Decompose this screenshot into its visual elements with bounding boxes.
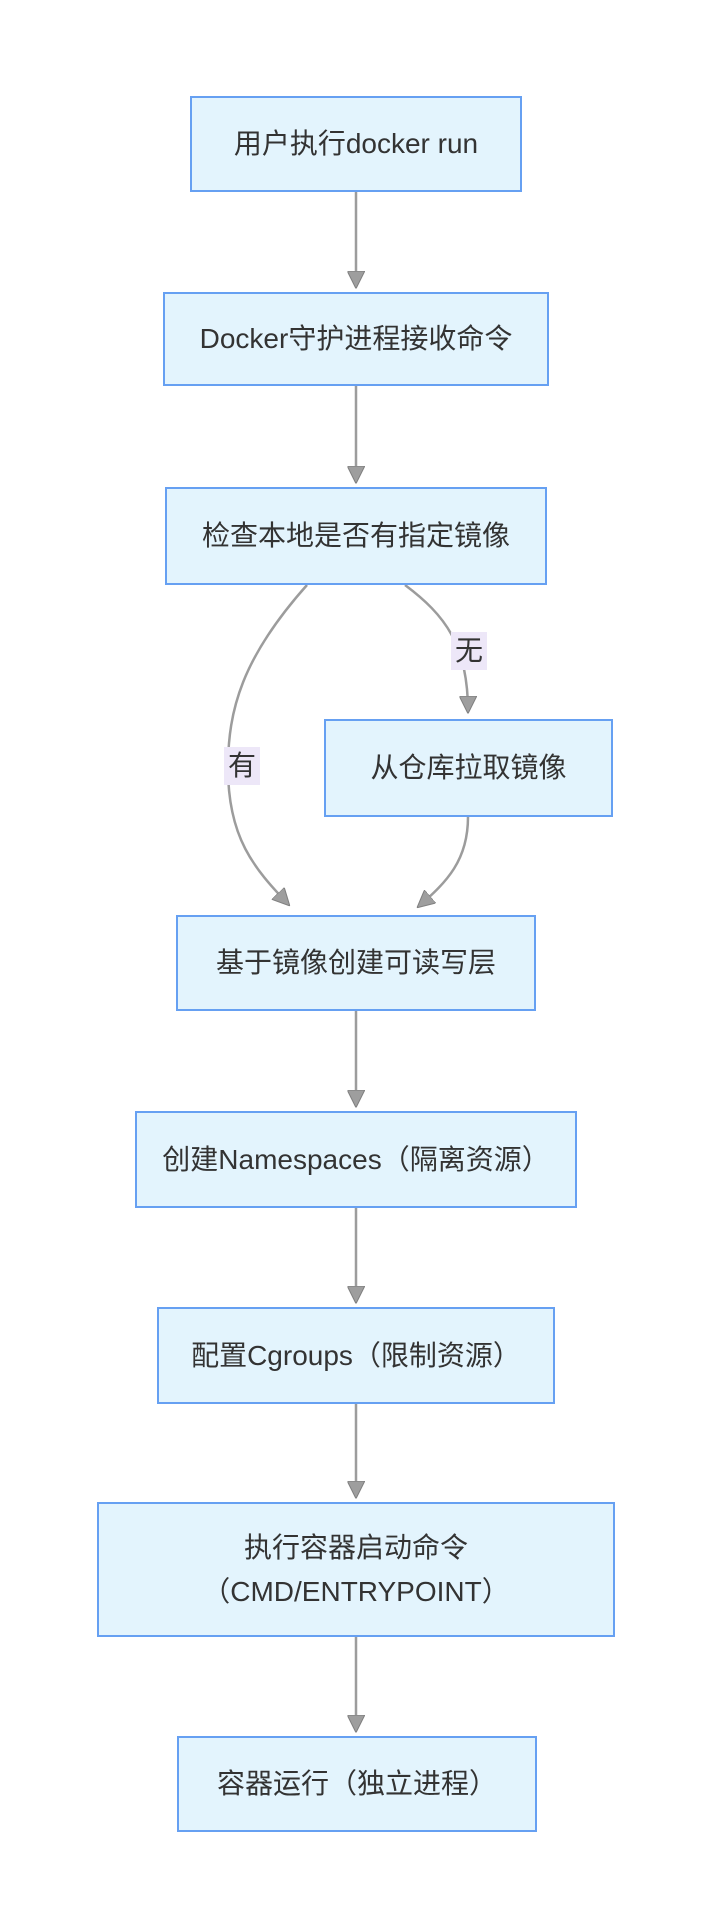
node-create-rw-layer-label: 基于镜像创建可读写层 <box>215 947 496 978</box>
node-user-docker-run-label: 用户执行docker run <box>233 128 479 159</box>
node-configure-cgroups: 配置Cgroups（限制资源） <box>157 1307 555 1404</box>
edge-pull-to-rwlayer <box>419 816 470 906</box>
node-check-local-image: 检查本地是否有指定镜像 <box>165 487 547 585</box>
node-create-rw-layer: 基于镜像创建可读写层 <box>176 915 536 1011</box>
node-exec-start-command-line2: （CMD/ENTRYPOINT） <box>202 1575 510 1607</box>
node-container-running: 容器运行（独立进程） <box>177 1736 537 1832</box>
node-exec-start-command-line1: 执行容器启动命令 <box>243 1531 468 1563</box>
edge-label-no-image: 无 <box>450 632 488 670</box>
edge-label-has-image: 有 <box>223 747 261 785</box>
node-container-running-label: 容器运行（独立进程） <box>216 1768 497 1799</box>
node-configure-cgroups-label: 配置Cgroups（限制资源） <box>191 1339 521 1371</box>
node-pull-image-label: 从仓库拉取镜像 <box>370 752 567 783</box>
node-check-local-image-label: 检查本地是否有指定镜像 <box>201 520 510 551</box>
edge-check-yes-to-rwlayer <box>226 584 308 904</box>
node-create-namespaces: 创建Namespaces（隔离资源） <box>135 1111 577 1208</box>
node-daemon-receive-command-label: Docker守护进程接收命令 <box>199 323 513 354</box>
node-user-docker-run: 用户执行docker run <box>190 96 522 192</box>
node-pull-image: 从仓库拉取镜像 <box>324 719 613 817</box>
node-create-namespaces-label: 创建Namespaces（隔离资源） <box>162 1143 550 1175</box>
node-exec-start-command: 执行容器启动命令 （CMD/ENTRYPOINT） <box>97 1502 615 1637</box>
node-daemon-receive-command: Docker守护进程接收命令 <box>163 292 549 386</box>
